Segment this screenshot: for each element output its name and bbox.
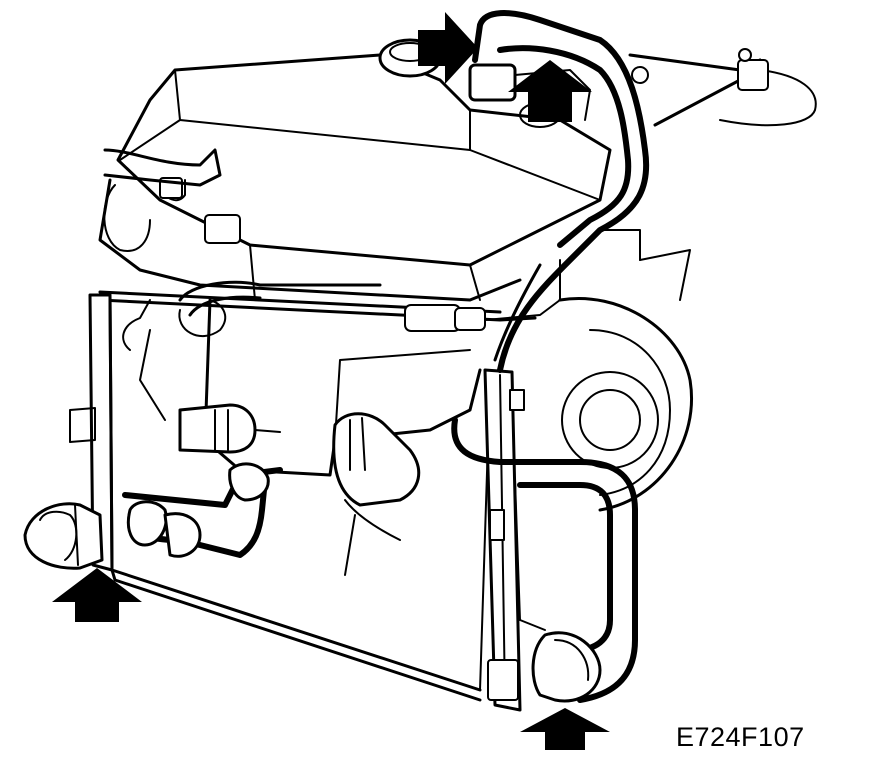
radiator bbox=[69, 293, 525, 712]
lower-right-hose bbox=[451, 417, 638, 703]
center-hose bbox=[332, 412, 421, 576]
arrow-lower-left bbox=[52, 568, 142, 622]
heater-pipe bbox=[98, 259, 561, 351]
radiator-inlet-left bbox=[23, 502, 104, 570]
figure-reference-code: E724F107 bbox=[676, 722, 805, 752]
engine-block bbox=[98, 38, 612, 477]
arrow-upper-right bbox=[418, 12, 478, 84]
sensor-cable bbox=[628, 48, 817, 127]
arrow-upper-up bbox=[508, 60, 592, 122]
turbocharger bbox=[558, 229, 693, 512]
upper-radiator-hose bbox=[468, 10, 650, 373]
arrow-lower-right bbox=[520, 708, 610, 750]
lower-left-hose bbox=[122, 403, 283, 558]
